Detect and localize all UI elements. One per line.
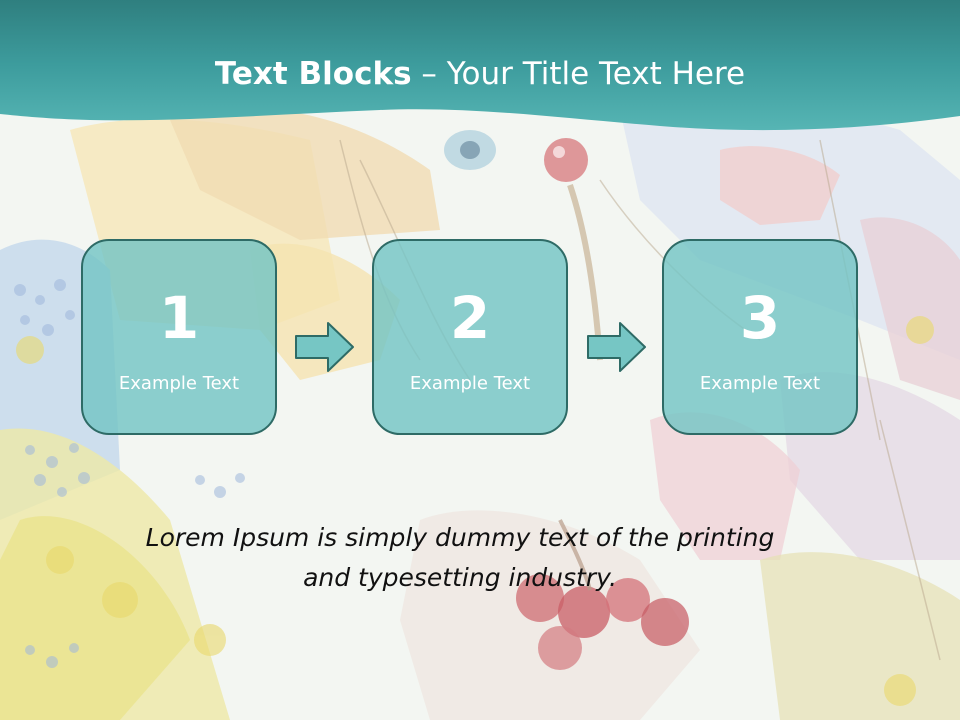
slide-title-rest: – Your Title Text Here	[411, 56, 746, 92]
text-block-1-number: 1	[158, 284, 200, 352]
text-block-2-number: 2	[449, 284, 491, 352]
text-block-1: 1 Example Text	[81, 239, 277, 435]
text-block-2: 2 Example Text	[372, 239, 568, 435]
text-block-3-number: 3	[739, 284, 781, 352]
text-block-3-label: Example Text	[699, 373, 821, 394]
text-block-1-label: Example Text	[118, 373, 240, 394]
arrow-right-icon	[295, 322, 354, 372]
slide-title: Text Blocks – Your Title Text Here	[0, 52, 960, 96]
arrow-right-icon	[587, 322, 646, 372]
body-text: Lorem Ipsum is simply dummy text of the …	[80, 518, 840, 598]
header-band	[0, 0, 960, 131]
text-block-3: 3 Example Text	[662, 239, 858, 435]
slide-title-bold: Text Blocks	[214, 56, 412, 92]
body-text-line-1: Lorem Ipsum is simply dummy text of the …	[145, 523, 775, 552]
body-text-line-2: and typesetting industry.	[303, 563, 617, 592]
text-block-2-label: Example Text	[409, 373, 531, 394]
